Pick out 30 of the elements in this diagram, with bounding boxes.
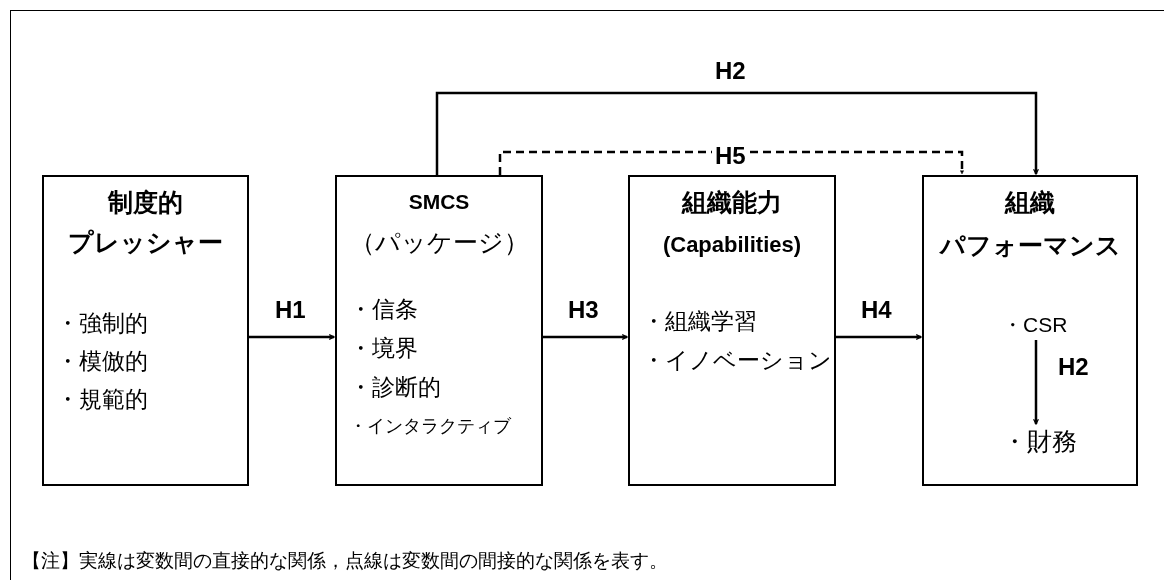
- box-heading: パフォーマンス: [939, 230, 1121, 261]
- list-item: ・診断的: [349, 373, 441, 402]
- box-heading: (Capabilities): [662, 232, 802, 258]
- box-heading: 組織: [1005, 187, 1055, 218]
- concept-box: [628, 175, 836, 486]
- dashed-arrow: [498, 150, 965, 175]
- box-heading: プレッシャー: [68, 227, 223, 258]
- note-text: 【注】実線は変数間の直接的な関係，点線は変数間の間接的な関係を表す。: [22, 548, 668, 573]
- list-item: ・イノベーション: [642, 346, 832, 375]
- box-heading: 組織能力: [682, 187, 782, 218]
- arrow: [1033, 340, 1039, 425]
- list-item: ・インタラクティブ: [349, 415, 511, 438]
- box-heading: 制度的: [108, 187, 183, 218]
- list-item: ・規範的: [56, 385, 148, 414]
- concept-box: [42, 175, 249, 486]
- arrow: [249, 334, 335, 340]
- list-item: ・模倣的: [56, 347, 148, 376]
- list-item: ・組織学習: [642, 307, 757, 336]
- list-item: ・財務: [1002, 424, 1082, 458]
- arrow: [543, 334, 628, 340]
- concept-box: [335, 175, 543, 486]
- list-item: ・境界: [349, 334, 418, 363]
- list-item: ・強制的: [56, 309, 148, 338]
- concept-box: [922, 175, 1138, 486]
- arrow: [836, 334, 922, 340]
- arrow: [435, 91, 1039, 175]
- list-item: ・信条: [349, 295, 418, 324]
- list-item: ・CSR: [1002, 310, 1082, 340]
- box-heading: SMCS: [408, 190, 470, 214]
- box-heading: （パッケージ）: [349, 227, 529, 258]
